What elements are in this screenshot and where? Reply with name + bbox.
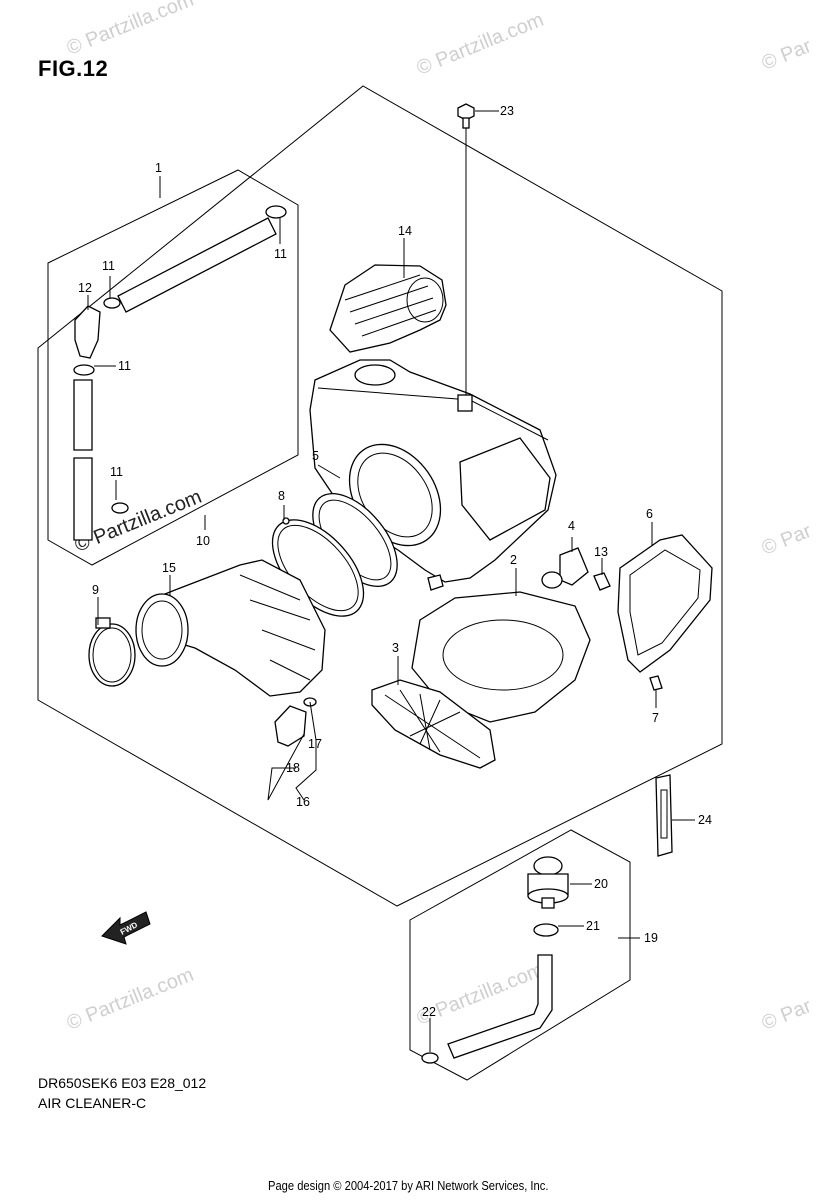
watermark-text: © Partzilla.com <box>414 9 547 80</box>
callout-18: 18 <box>286 761 300 775</box>
drain-cap-20-part <box>527 856 569 909</box>
callout-12: 12 <box>78 281 92 295</box>
watermark-text: © Partzilla.com <box>64 0 197 60</box>
watermark-text: © Par <box>759 35 815 75</box>
watermark-text: © Par <box>759 520 815 560</box>
model-code: DR650SEK6 E03 E28_012 <box>38 1075 207 1091</box>
callout-11: 11 <box>102 259 115 273</box>
copyright-footer: Page design © 2004-2017 by ARI Network S… <box>268 1178 549 1193</box>
callout-11: 11 <box>110 465 123 479</box>
drain-hose-22-part <box>421 954 553 1064</box>
section-name: AIR CLEANER-C <box>38 1095 147 1111</box>
bolt-23-part <box>457 103 475 129</box>
callout-7: 7 <box>652 711 659 725</box>
callout-23: 23 <box>500 104 514 118</box>
watermark-text: © Partzilla.com <box>64 964 197 1035</box>
callout-16: 16 <box>296 795 310 809</box>
intake-boot-15-part <box>135 559 326 697</box>
callout-17: 17 <box>308 737 322 751</box>
watermark-text: © Par <box>759 995 815 1035</box>
inlet-duct-part <box>329 264 447 353</box>
fwd-arrow-icon: FWD <box>101 911 151 945</box>
callout-3: 3 <box>392 641 399 655</box>
screw-13-part <box>593 572 611 591</box>
filter-holder-3-part <box>371 679 496 769</box>
callout-8: 8 <box>278 489 285 503</box>
callout-11: 11 <box>118 359 131 373</box>
callout-labels: 23 1 11 14 11 12 11 11 10 8 5 4 6 2 13 9… <box>78 104 712 1019</box>
callout-6: 6 <box>646 507 653 521</box>
grommet-4-part <box>541 547 589 589</box>
strap-24-part <box>655 774 673 857</box>
callout-14: 14 <box>398 224 412 238</box>
clamp-9-part <box>88 617 136 687</box>
callout-1: 1 <box>155 161 162 175</box>
drain-plug-18-part <box>274 697 317 747</box>
callout-13: 13 <box>594 545 608 559</box>
screw-7-part <box>649 675 663 691</box>
breather-subframe <box>47 169 299 566</box>
callout-15: 15 <box>162 561 176 575</box>
callout-19: 19 <box>644 931 658 945</box>
callout-9: 9 <box>92 583 99 597</box>
breather-hose-part <box>73 205 287 541</box>
callout-2: 2 <box>510 553 517 567</box>
callout-21: 21 <box>586 919 600 933</box>
callout-5: 5 <box>312 449 319 463</box>
drain-subframe <box>409 829 631 1081</box>
callout-22: 22 <box>422 1005 436 1019</box>
assembly-frame <box>37 85 723 907</box>
callout-10: 10 <box>196 534 210 548</box>
cover-6-part <box>617 534 713 673</box>
figure-title: FIG.12 <box>38 56 109 81</box>
callout-4: 4 <box>568 519 575 533</box>
callout-11: 11 <box>274 247 287 261</box>
callout-24: 24 <box>698 813 712 827</box>
callout-20: 20 <box>594 877 608 891</box>
clamp-21-part <box>533 923 559 937</box>
leader-lines <box>87 110 695 1052</box>
